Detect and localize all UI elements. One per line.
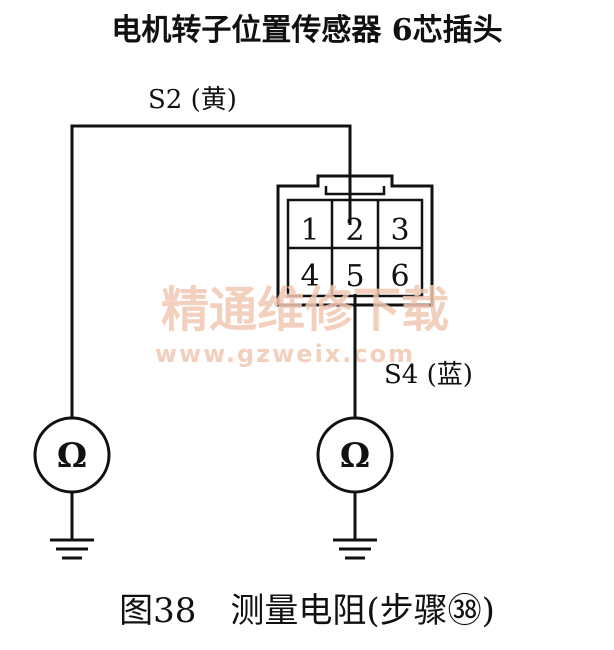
figure-caption: 图38 测量电阻(步骤㊳) bbox=[119, 591, 495, 631]
s4-wire-label: S4 (蓝) bbox=[384, 360, 473, 390]
left-ground-symbol bbox=[50, 538, 94, 560]
right-ohmmeter: Ω bbox=[316, 416, 394, 540]
right-ground-symbol bbox=[333, 538, 377, 560]
pin-1-label: 1 bbox=[300, 213, 319, 248]
watermark-title: 精通维修下载 bbox=[161, 282, 449, 338]
watermark-url: www.gzweix.com bbox=[155, 340, 415, 368]
pin-4-label: 4 bbox=[300, 259, 319, 294]
pin-5-label: 5 bbox=[345, 259, 364, 294]
right-ohm-symbol: Ω bbox=[340, 436, 370, 476]
pin-2-label: 2 bbox=[345, 213, 364, 248]
pin-6-label: 6 bbox=[390, 259, 409, 294]
pin-3-label: 3 bbox=[390, 213, 409, 248]
left-ohm-symbol: Ω bbox=[57, 436, 87, 476]
left-ohmmeter: Ω bbox=[33, 416, 111, 540]
diagram-title: 电机转子位置传感器 6芯插头 bbox=[111, 13, 502, 48]
s2-wire-label: S2 (黄) bbox=[148, 85, 237, 115]
